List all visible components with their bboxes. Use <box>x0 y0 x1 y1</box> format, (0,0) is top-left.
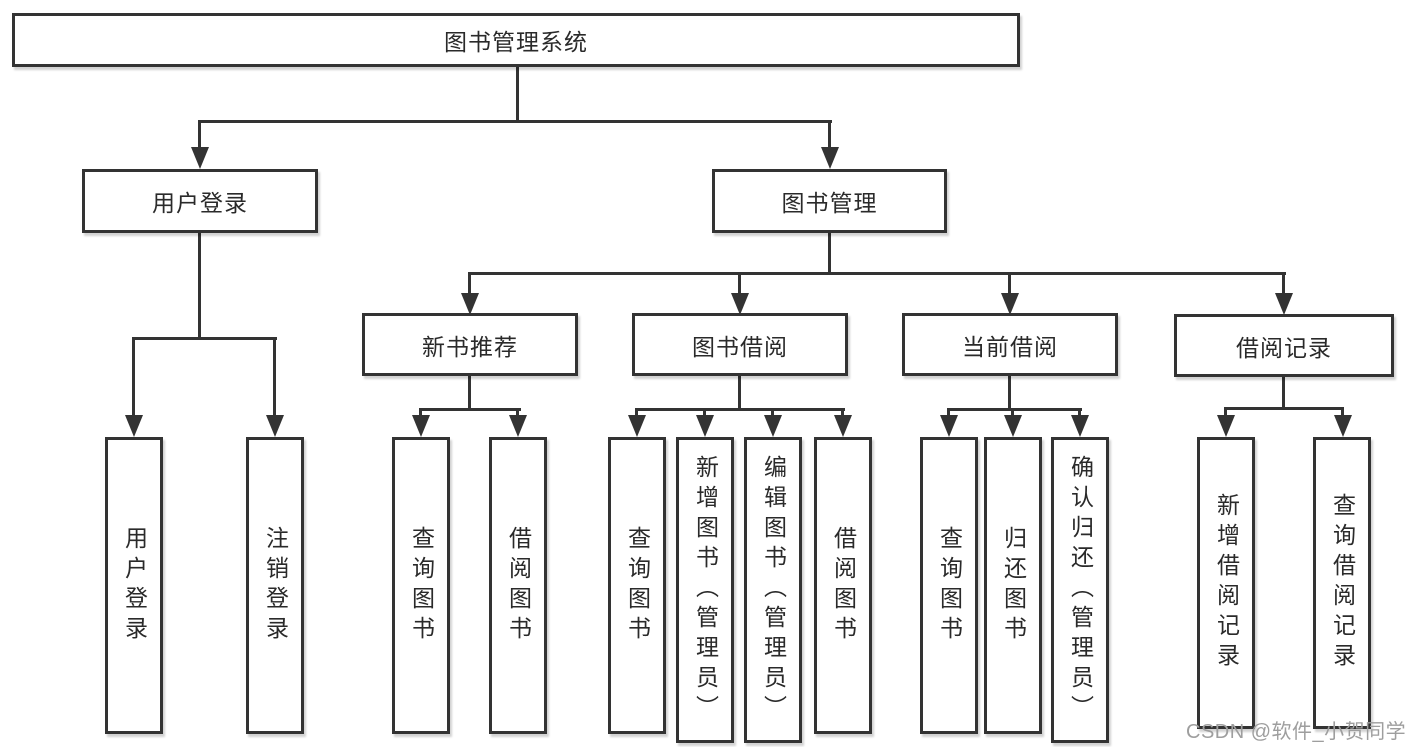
connector-line <box>828 233 831 275</box>
leaf-add-borrow-record: 新增借阅记录 <box>1197 437 1255 729</box>
node-book-borrowing: 图书借阅 <box>632 313 848 376</box>
csdn-watermark: CSDN @软件_小贺同学 <box>1186 721 1405 743</box>
leaf-label: 查询借阅记录 <box>1329 493 1356 673</box>
leaf-edit-books-admin: 编辑图书（管理员） <box>744 437 802 743</box>
leaf-label: 编辑图书（管理员） <box>760 455 787 725</box>
connector-line <box>198 120 832 123</box>
connector-line <box>1224 407 1227 417</box>
leaf-confirm-return-admin: 确认归还（管理员） <box>1051 437 1109 743</box>
arrowhead-down <box>628 415 646 437</box>
arrowhead-down <box>1004 415 1022 437</box>
leaf-query-books-recommend: 查询图书 <box>392 437 450 734</box>
connector-line <box>468 272 471 295</box>
leaf-query-borrow-record: 查询借阅记录 <box>1313 437 1371 729</box>
node-label: 新书推荐 <box>422 333 518 360</box>
arrowhead-down <box>509 415 527 437</box>
connector-line <box>419 408 521 411</box>
arrowhead-down <box>834 415 852 437</box>
connector-line <box>1282 272 1285 295</box>
arrowhead-down <box>696 415 714 437</box>
node-user-login: 用户登录 <box>82 169 318 233</box>
node-borrowing-records: 借阅记录 <box>1174 314 1394 377</box>
leaf-label: 用户登录 <box>121 525 148 646</box>
connector-line <box>635 408 638 417</box>
node-label: 图书借阅 <box>692 333 788 360</box>
leaf-label: 查询图书 <box>624 525 651 646</box>
leaf-label: 新增借阅记录 <box>1213 493 1240 673</box>
node-root-library-system: 图书管理系统 <box>12 13 1020 67</box>
leaf-label: 确认归还（管理员） <box>1067 455 1094 725</box>
connector-line <box>468 376 471 411</box>
connector-line <box>635 408 845 411</box>
arrowhead-down <box>1071 415 1089 437</box>
connector-line <box>468 272 1286 275</box>
connector-line <box>1008 272 1011 295</box>
arrowhead-down <box>412 415 430 437</box>
leaf-borrow-books: 借阅图书 <box>814 437 872 734</box>
connector-line <box>516 408 519 417</box>
connector-line <box>738 376 741 411</box>
connector-line <box>947 408 1082 411</box>
connector-line <box>738 272 741 295</box>
node-current-borrowing: 当前借阅 <box>902 313 1118 376</box>
leaf-label: 查询图书 <box>408 525 435 646</box>
leaf-return-books: 归还图书 <box>984 437 1042 734</box>
connector-line <box>828 120 831 149</box>
arrowhead-down <box>764 415 782 437</box>
connector-line <box>1008 376 1011 411</box>
leaf-borrow-books-recommend: 借阅图书 <box>489 437 547 734</box>
leaf-query-books-borrowing: 查询图书 <box>608 437 666 734</box>
connector-line <box>947 408 950 417</box>
arrowhead-down <box>461 293 479 315</box>
leaf-label: 新增图书（管理员） <box>692 455 719 725</box>
node-new-book-recommend: 新书推荐 <box>362 313 578 376</box>
leaf-label: 借阅图书 <box>830 525 857 646</box>
node-book-management: 图书管理 <box>712 169 947 233</box>
leaf-label: 查询图书 <box>936 525 963 646</box>
leaf-user-login: 用户登录 <box>105 437 163 734</box>
leaf-label: 借阅图书 <box>505 525 532 646</box>
arrowhead-down <box>266 415 284 437</box>
connector-line <box>198 233 201 340</box>
node-label: 用户登录 <box>152 190 248 216</box>
connector-line <box>771 408 774 417</box>
connector-line <box>132 337 277 340</box>
node-label: 图书管理 <box>781 190 878 216</box>
leaf-label: 注销登录 <box>262 525 289 646</box>
connector-line <box>1341 407 1344 417</box>
leaf-logout: 注销登录 <box>246 437 304 734</box>
connector-line <box>273 337 276 417</box>
connector-line <box>1224 407 1344 410</box>
node-label: 当前借阅 <box>962 333 1058 360</box>
connector-line <box>841 408 844 417</box>
node-label: 借阅记录 <box>1236 334 1332 361</box>
connector-line <box>419 408 422 417</box>
connector-line <box>1011 408 1014 417</box>
connector-line <box>132 337 135 417</box>
leaf-add-books-admin: 新增图书（管理员） <box>676 437 734 743</box>
leaf-label: 归还图书 <box>1000 525 1027 646</box>
arrowhead-down <box>940 415 958 437</box>
arrowhead-down <box>1217 415 1235 437</box>
arrowhead-down <box>1334 415 1352 437</box>
connector-line <box>1282 377 1285 410</box>
arrowhead-down <box>821 147 839 169</box>
arrowhead-down <box>731 293 749 315</box>
arrowhead-down <box>1275 293 1293 315</box>
connector-line <box>516 67 519 120</box>
leaf-query-books-current: 查询图书 <box>920 437 978 734</box>
node-label: 图书管理系统 <box>444 29 588 55</box>
connector-line <box>1078 408 1081 417</box>
connector-line <box>198 120 201 149</box>
arrowhead-down <box>191 147 209 169</box>
connector-line <box>703 408 706 417</box>
arrowhead-down <box>1001 293 1019 315</box>
arrowhead-down <box>125 415 143 437</box>
